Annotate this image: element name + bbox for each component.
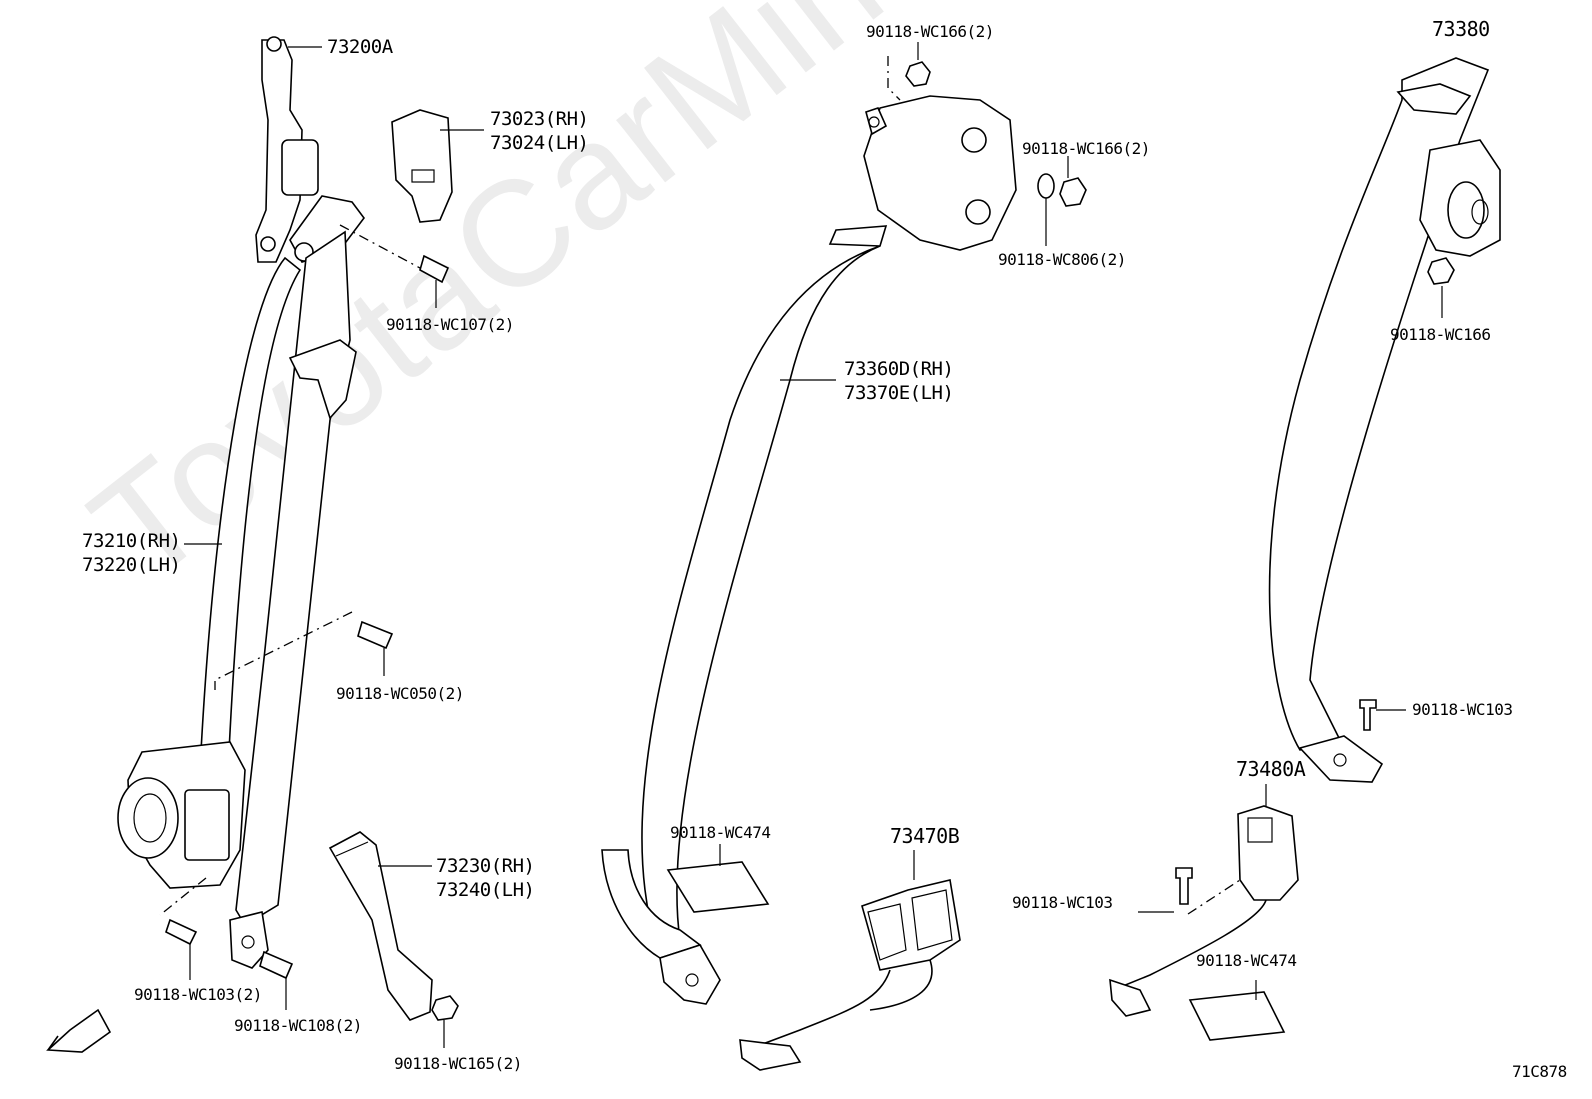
double-buckle — [861, 879, 961, 971]
bolt-wc050 — [357, 620, 394, 650]
part-label-90118-WC474-b: 90118-WC474 — [1196, 951, 1297, 970]
center-belt-webbing — [1268, 57, 1490, 751]
part-label-90118-WC050: 90118-WC050(2) — [336, 684, 464, 703]
part-label-73380: 73380 — [1432, 17, 1490, 41]
washer-wc806 — [1037, 173, 1055, 199]
part-label-73240: 73240(LH) — [436, 879, 535, 901]
buckle-harness — [759, 969, 891, 1046]
part-label-73470B: 73470B — [890, 824, 960, 848]
fwd-arrow-icon — [46, 1008, 112, 1053]
part-label-73024: 73024(LH) — [490, 132, 589, 154]
part-label-90118-WC103-right: 90118-WC103 — [1412, 700, 1513, 719]
part-label-90118-WC166-mid: 90118-WC166(2) — [1022, 139, 1150, 158]
part-label-90118-WC103-bottom: 90118-WC103 — [1012, 893, 1113, 912]
part-label-90118-WC806: 90118-WC806(2) — [998, 250, 1126, 269]
part-label-73480A: 73480A — [1236, 757, 1306, 781]
center-lower-anchor — [1298, 735, 1384, 783]
anchor-cover — [391, 109, 453, 223]
adjuster-slider — [281, 139, 319, 196]
part-label-73200A: 73200A — [327, 36, 393, 58]
part-label-90118-WC108: 90118-WC108(2) — [234, 1016, 362, 1035]
center-buckle — [1237, 805, 1299, 901]
shoulder-adjuster-rail — [255, 39, 303, 263]
front-belt-assembly — [117, 36, 484, 1048]
label-sticker-wc474-a — [666, 861, 770, 913]
bolt-wc107 — [419, 254, 450, 284]
part-label-90118-WC103-2: 90118-WC103(2) — [134, 985, 262, 1004]
bolt-wc103-right — [1359, 699, 1377, 731]
bolt-wc103-bottom — [1175, 867, 1193, 905]
part-label-73370E: 73370E(LH) — [844, 382, 954, 404]
bolt-wc108 — [259, 950, 294, 980]
tongue-plate — [288, 339, 357, 420]
front-buckle — [328, 831, 433, 1021]
part-label-73210: 73210(RH) — [82, 530, 181, 552]
part-label-73220: 73220(LH) — [82, 554, 181, 576]
part-label-73230: 73230(RH) — [436, 855, 535, 877]
rear-outer-belt-assembly — [601, 42, 1087, 1071]
lower-anchor-plate — [229, 911, 269, 969]
nut-wc166-right — [1427, 257, 1455, 285]
nut-wc166-top — [905, 61, 931, 87]
part-label-90118-WC107: 90118-WC107(2) — [386, 315, 514, 334]
part-label-90118-WC166-right: 90118-WC166 — [1390, 325, 1491, 344]
nut-wc166-mid — [1059, 177, 1087, 207]
rear-retractor-center — [863, 95, 1017, 251]
diagram-code: 71C878 — [1512, 1062, 1567, 1081]
part-label-90118-WC166-top: 90118-WC166(2) — [866, 22, 994, 41]
part-label-73023: 73023(RH) — [490, 108, 589, 130]
rear-center-belt-assembly — [1109, 57, 1501, 1041]
label-sticker-wc474-b — [1188, 991, 1286, 1041]
bolt-wc103-front — [165, 918, 198, 946]
part-label-90118-WC165: 90118-WC165(2) — [394, 1054, 522, 1073]
adjuster-bolt-bottom — [260, 236, 276, 252]
center-buckle-harness — [1117, 899, 1267, 989]
part-label-73360D: 73360D(RH) — [844, 358, 954, 380]
retractor-spool — [117, 777, 179, 859]
nut-wc165 — [431, 995, 459, 1021]
adjuster-bolt-top — [266, 36, 282, 52]
part-label-90118-WC474-a: 90118-WC474 — [670, 823, 771, 842]
